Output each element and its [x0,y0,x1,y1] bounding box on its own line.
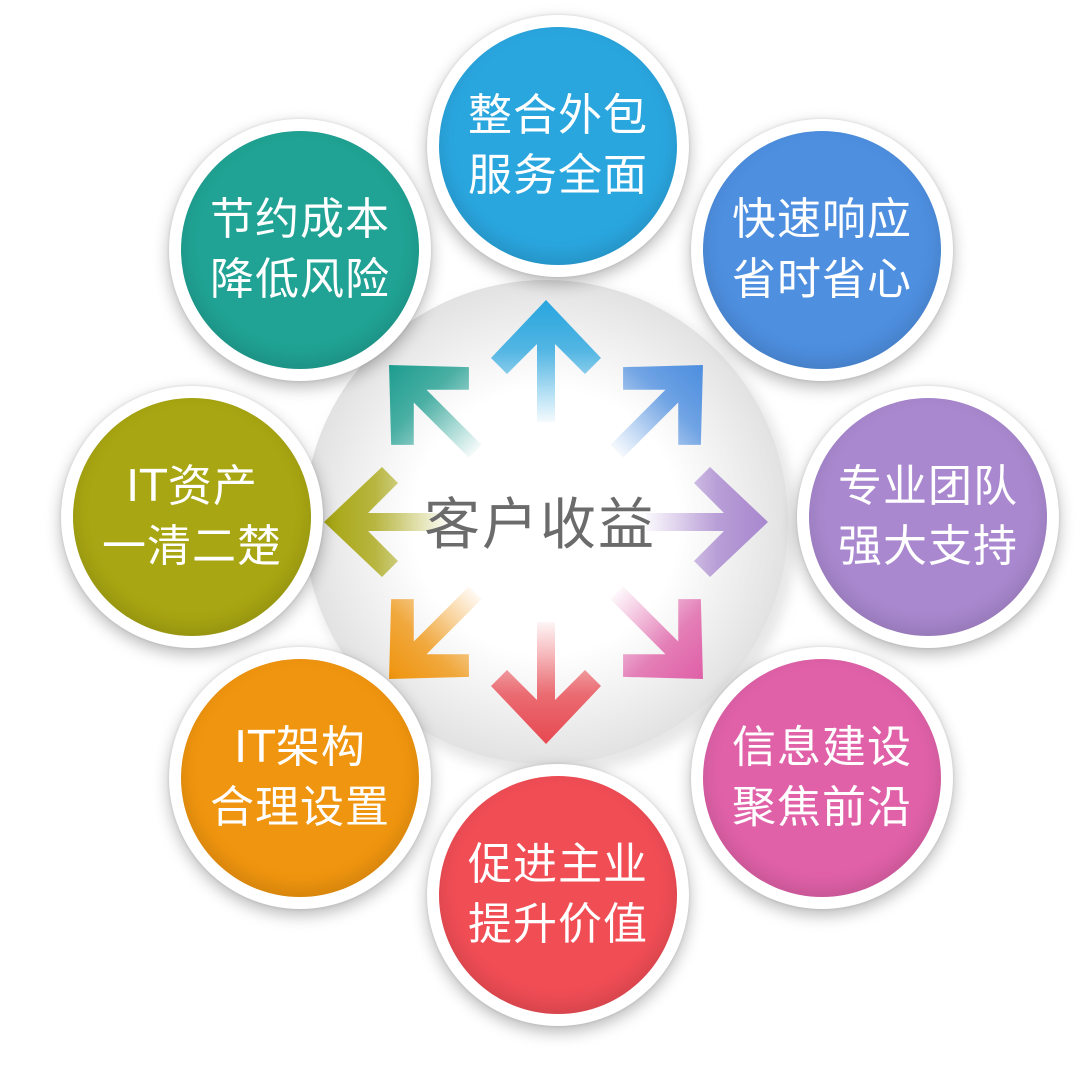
arrow-shape [491,300,601,422]
center-label: 客户收益 [424,492,656,558]
node-label-line1: 促进主业 [468,839,648,890]
arrow-shape [324,467,446,577]
arrow-it-assets [324,467,446,577]
arrow-professional-team [646,467,768,577]
node-circle: 整合外包服务全面 [439,27,677,265]
node-label-line2: 一清二楚 [102,521,282,572]
node-label-line1: 信息建设 [732,722,912,773]
inner-hub [428,404,664,640]
arrow-info-construction [610,586,703,679]
node-professional-team: 专业团队强大支持 [797,386,1059,648]
node-label-line2: 降低风险 [210,254,390,305]
node-circle: 专业团队强大支持 [809,398,1047,636]
node-circle: IT架构合理设置 [181,659,419,897]
arrow-shape [389,586,482,679]
node-circle: 促进主业提升价值 [439,776,677,1014]
node-label-line1: IT资产 [126,461,258,512]
arrow-shape [491,622,601,744]
node-label-line2: 强大支持 [838,521,1018,572]
arrow-it-architecture [389,586,482,679]
arrow-integrated-outsourcing [491,300,601,422]
node-circle: IT资产一清二楚 [73,398,311,636]
node-label-line2: 省时省心 [732,254,912,305]
node-label-line1: 快速响应 [732,194,912,245]
arrow-cost-saving [389,365,482,458]
node-circle: 信息建设聚焦前沿 [703,659,941,897]
node-circle: 快速响应省时省心 [703,131,941,369]
node-core-business: 促进主业提升价值 [427,764,689,1026]
node-label-line2: 聚焦前沿 [732,782,912,833]
arrow-group [324,300,768,744]
node-label-line1: 专业团队 [838,461,1018,512]
node-circle: 节约成本降低风险 [181,131,419,369]
node-label-line2: 服务全面 [468,150,648,201]
arrow-core-business [491,622,601,744]
node-label-line2: 合理设置 [210,782,390,833]
node-it-architecture: IT架构合理设置 [169,647,431,909]
node-label-line1: 节约成本 [210,194,390,245]
node-label-line1: 整合外包 [468,90,648,141]
arrow-shape [610,586,703,679]
arrow-shape [389,365,482,458]
node-info-construction: 信息建设聚焦前沿 [691,647,953,909]
node-quick-response: 快速响应省时省心 [691,119,953,381]
arrow-shape [646,467,768,577]
node-it-assets: IT资产一清二楚 [61,386,323,648]
arrow-shape [610,365,703,458]
node-cost-saving: 节约成本降低风险 [169,119,431,381]
node-integrated-outsourcing: 整合外包服务全面 [427,15,689,277]
node-label-line1: IT架构 [234,722,366,773]
node-label-line2: 提升价值 [468,899,648,950]
arrow-quick-response [610,365,703,458]
